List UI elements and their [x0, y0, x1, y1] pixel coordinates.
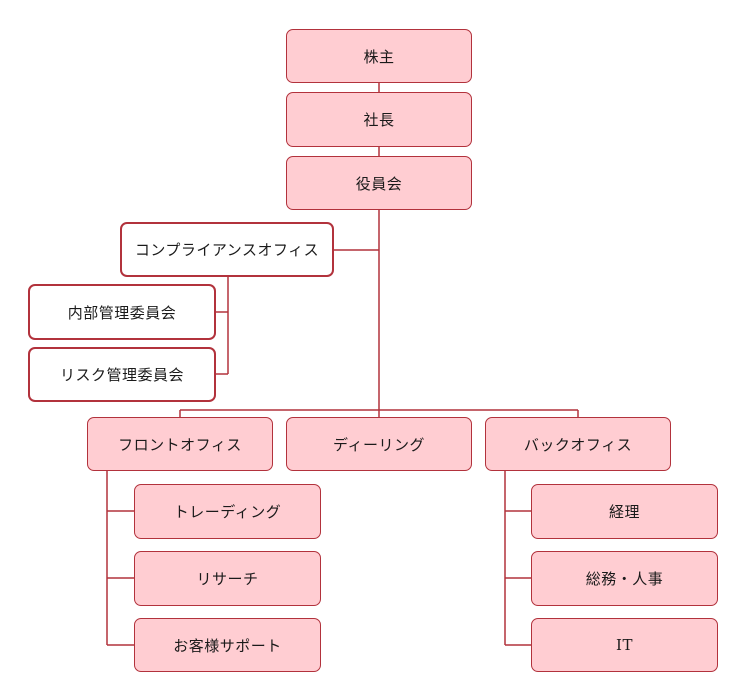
node-internal-committee-label: 内部管理委員会: [67, 303, 177, 322]
node-president: 社長: [286, 92, 472, 147]
node-general-hr: 総務・人事: [531, 551, 718, 606]
node-customer-support-label: お客様サポート: [173, 636, 282, 655]
node-board-label: 役員会: [355, 174, 403, 193]
node-trading-label: トレーディング: [173, 503, 282, 521]
node-risk-committee: リスク管理委員会: [28, 347, 216, 402]
node-president-label: 社長: [363, 111, 395, 129]
node-front-office-label: フロントオフィス: [118, 435, 242, 454]
node-dealing: ディーリング: [286, 417, 472, 471]
node-compliance-office-label: コンプライアンスオフィス: [134, 241, 320, 259]
node-compliance-office: コンプライアンスオフィス: [120, 222, 334, 277]
node-front-office: フロントオフィス: [87, 417, 273, 471]
node-shareholders-label: 株主: [363, 47, 395, 66]
node-back-office-label: バックオフィス: [523, 435, 633, 454]
node-it: IT: [531, 618, 718, 672]
node-board: 役員会: [286, 156, 472, 210]
node-internal-committee: 内部管理委員会: [28, 284, 216, 340]
node-accounting-label: 経理: [608, 503, 640, 521]
node-it-label: IT: [616, 636, 633, 654]
node-trading: トレーディング: [134, 484, 321, 539]
node-risk-committee-label: リスク管理委員会: [59, 366, 184, 384]
node-shareholders: 株主: [286, 29, 472, 83]
node-research-label: リサーチ: [196, 570, 259, 588]
node-accounting: 経理: [531, 484, 718, 539]
node-back-office: バックオフィス: [485, 417, 671, 471]
node-general-hr-label: 総務・人事: [585, 570, 664, 588]
node-dealing-label: ディーリング: [333, 435, 425, 454]
node-customer-support: お客様サポート: [134, 618, 321, 672]
node-research: リサーチ: [134, 551, 321, 606]
